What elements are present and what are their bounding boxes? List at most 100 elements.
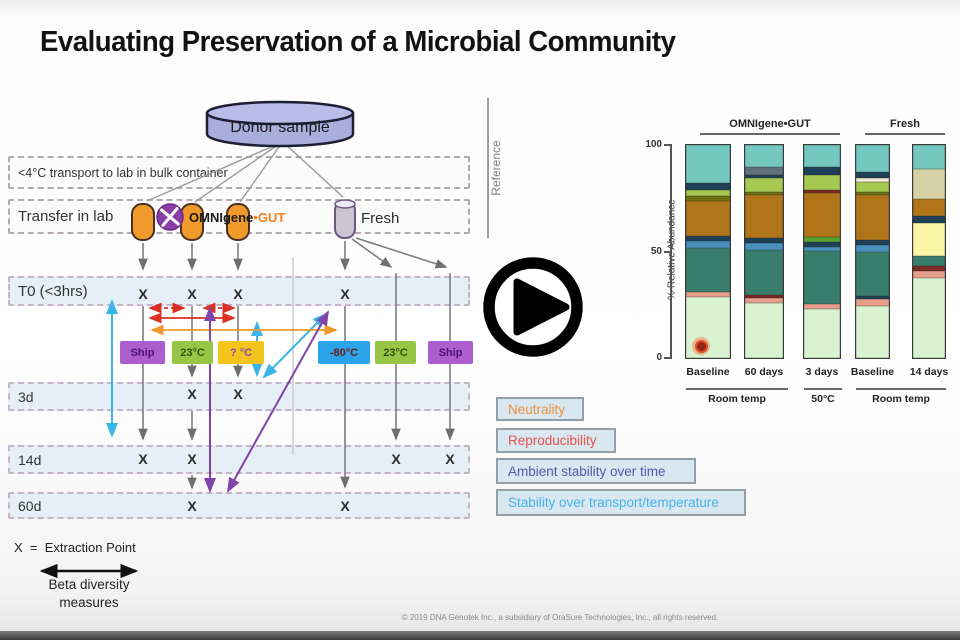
bar-segment [913,216,945,224]
extraction-x: X [187,498,197,514]
bar-segment [913,256,945,267]
extraction-x: X [138,286,148,302]
condition-box-minus80: -80°C [318,341,370,364]
bar-segment [804,246,840,251]
bar-segment [804,174,840,190]
bar-segment [745,167,783,175]
condition-box-23c-right: 23°C [375,341,416,364]
bar-segment [913,199,945,217]
bar-segment [804,192,840,238]
reference-label: Reference [489,140,503,196]
y-tick-label-0: 0 [656,352,662,363]
extraction-x: X [187,386,197,402]
bar-segment [856,240,889,246]
extraction-x: X [340,498,350,514]
bar-segment [804,250,840,305]
bar-segment [913,223,945,257]
bar-label: Baseline [686,366,730,378]
bar-segment [804,144,840,168]
bar-segment [745,177,783,192]
condition-box-23c-left: 23°C [172,341,213,364]
bar-segment [913,266,945,272]
condition-label-50c: 50°C [811,393,835,405]
condition-box-ship-left: Ship [120,341,165,364]
bar-segment [913,278,945,358]
bar-segment [745,145,783,168]
row-transfer-label: Transfer in lab [18,208,114,225]
red-laser-dot [692,337,710,355]
objective-label: Reproducibility [508,433,597,448]
bar-segment [745,302,783,358]
beta-line2: measures [59,595,119,611]
play-icon [513,278,570,336]
bar-segment [804,167,840,175]
condition-underline [686,388,788,390]
group-header-omnigene: OMNIgene•GUT [729,118,811,130]
bar-segment [856,252,889,297]
y-tick [664,357,671,359]
objective-label: Ambient stability over time [508,463,666,479]
bar-segment [745,174,783,178]
condition-box-unknown-temp: ? °C [218,341,264,364]
beta-diversity-caption: Beta diversity measures [28,576,150,612]
row-transport: <4°C transport to lab in bulk container [8,156,470,189]
row-60d-label: 60d [18,497,42,514]
row-60d: 60d [8,492,470,519]
group-header-underline [865,133,945,135]
group-header-underline [700,133,840,135]
bar-label: Baseline [850,366,895,378]
extraction-x: X [340,286,350,302]
condition-underline [856,388,946,390]
extraction-x: X [233,286,243,302]
stacked-bar [803,144,841,359]
bar-label: 60 days [744,366,784,378]
extraction-x: X [187,286,197,302]
bar-segment [686,145,730,184]
bar-segment [804,304,840,310]
objective-label: Stability over transport/temperature [508,495,719,510]
bar-segment [856,171,889,178]
cyan-comparison-arrows [106,299,328,438]
row-14d: 14d [8,445,470,474]
bar-segment [745,242,783,250]
bar-segment [745,249,783,295]
bar-segment [745,191,783,195]
row-transfer: Transfer in lab [8,199,470,234]
bar-segment [686,200,730,236]
stacked-bar [685,144,731,359]
bar-segment [856,245,889,253]
chart-y-axis-label: % Relative Abundance [666,199,678,300]
stacked-bar [855,144,890,359]
red-laser-dot-core [694,339,708,353]
page-title: Evaluating Preservation of a Microbial C… [40,26,676,58]
bar-label: 3 days [805,366,839,378]
y-tick [664,251,671,253]
stacked-bar [912,144,946,359]
bar-segment [745,194,783,238]
objective-label: Neutrality [508,401,566,417]
row-t0-label: T0 (<3hrs) [18,282,88,300]
objective-neutrality: Neutrality [496,397,584,421]
play-button[interactable] [483,257,583,357]
bar-segment [856,194,889,241]
bar-segment [686,183,730,190]
donor-sample-label: Donor sample [230,119,330,136]
copyright-footer: © 2019 DNA Genotek Inc., a subsidiary of… [401,613,719,622]
bar-segment [745,237,783,243]
bar-segment [856,305,889,358]
bar-segment [804,242,840,247]
beta-line1: Beta diversity [48,577,130,592]
bar-segment [856,191,889,195]
extraction-x: X [445,451,455,467]
bar-segment [686,297,730,358]
objective-transport-stability: Stability over transport/temperature [496,489,746,516]
bar-segment [804,237,840,243]
row-3d-label: 3d [18,388,34,405]
row-t0: T0 (<3hrs) [8,276,470,306]
bar-segment [913,271,945,279]
bar-segment [745,297,783,303]
bar-segment [745,294,783,298]
bar-segment [856,296,889,300]
extraction-x: X [187,451,197,467]
